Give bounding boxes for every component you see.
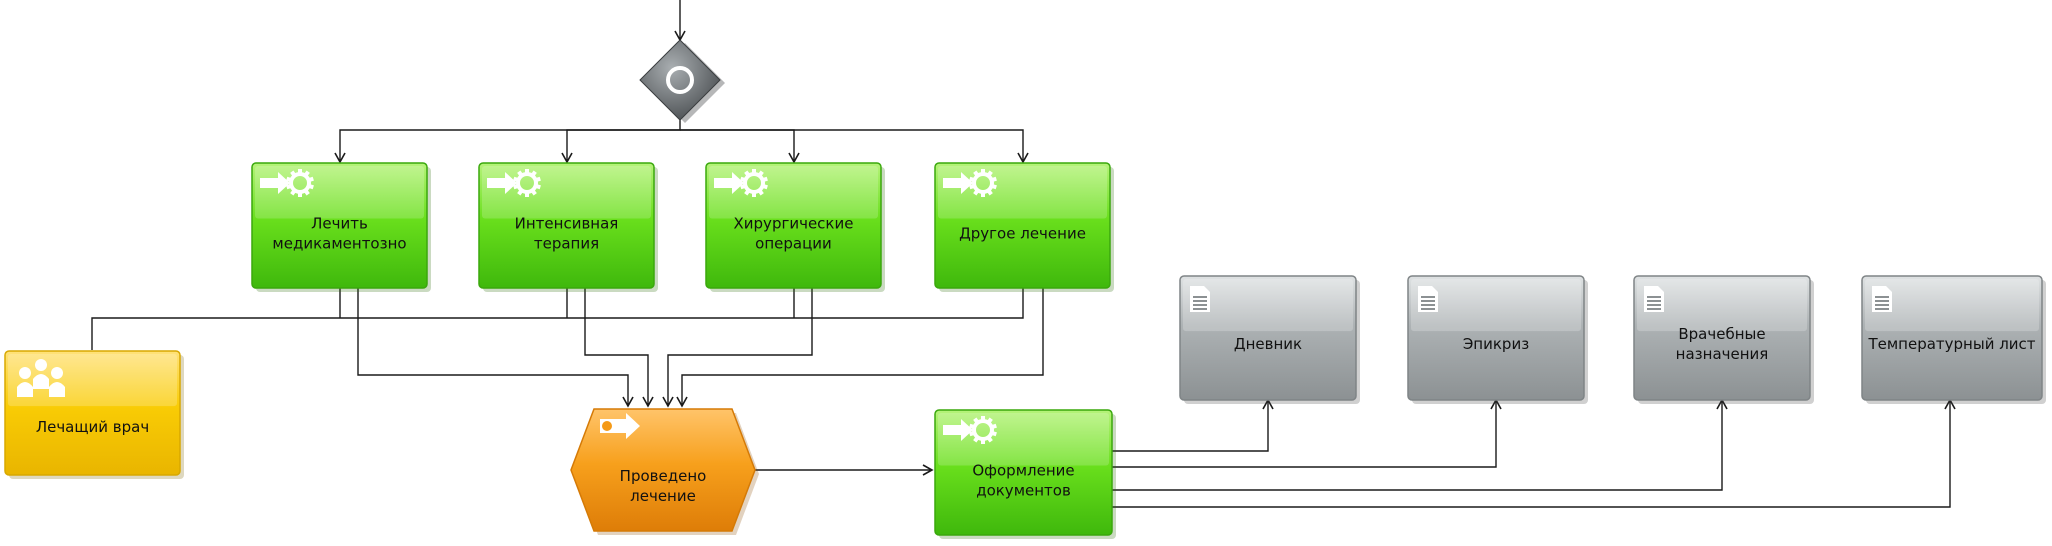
label-line: Врачебные — [1678, 325, 1765, 343]
event-provedeno-lechenie[interactable]: Проведено лечение — [570, 408, 759, 535]
function-drugoe-lechenie[interactable]: Другое лечение — [934, 162, 1114, 292]
function-lechit-medikamentozno[interactable]: Лечить медикаментозно — [251, 162, 431, 292]
connection-f2-to-event — [584, 288, 654, 408]
document-icon — [1190, 286, 1210, 312]
or-connector[interactable] — [639, 39, 725, 123]
connection-role-assignment — [91, 288, 1024, 350]
document-vrachebnye-naznacheniya[interactable]: Врачебные назначения — [1633, 275, 1814, 404]
label-line: операции — [755, 235, 832, 253]
function-arrow-gear-icon — [714, 169, 768, 197]
connection-f5-to-d4 — [1112, 398, 1956, 508]
connection-f4-to-event — [676, 288, 1044, 408]
people-icon — [17, 359, 65, 397]
label-line: назначения — [1676, 345, 1769, 363]
label-line: лечение — [630, 487, 696, 505]
label-line: Другое лечение — [959, 225, 1086, 243]
label-line: терапия — [534, 235, 599, 253]
label-line: медикаментозно — [272, 235, 406, 253]
label-line: Дневник — [1234, 335, 1302, 353]
connection-or-to-f3 — [680, 129, 800, 164]
connection-f5-to-d2 — [1112, 398, 1502, 468]
label-line: Оформление — [972, 462, 1074, 480]
document-icon — [1872, 286, 1892, 312]
connection-or-to-f1 — [334, 112, 681, 164]
event-arrow-icon — [600, 413, 640, 439]
label-line: Эпикриз — [1463, 335, 1529, 353]
label-line: Хирургические — [734, 215, 854, 233]
function-arrow-gear-icon — [260, 169, 314, 197]
document-icon — [1644, 286, 1664, 312]
label-line: Температурный лист — [1867, 335, 2035, 353]
connection-or-to-f2 — [561, 129, 680, 164]
function-intensivnaya-terapiya[interactable]: Интенсивная терапия — [478, 162, 658, 292]
function-oformlenie-dokumentov[interactable]: Оформление документов — [934, 409, 1116, 539]
or-connector-icon — [666, 66, 694, 94]
connection-f5-to-d3 — [1112, 398, 1728, 491]
document-epikriz[interactable]: Эпикриз — [1407, 275, 1588, 404]
document-temperaturnyy-list[interactable]: Температурный лист — [1861, 275, 2046, 404]
function-arrow-gear-icon — [943, 416, 997, 444]
role-lechashchiy-vrach[interactable]: Лечащий врач — [4, 350, 184, 479]
connection-f1-to-event — [357, 288, 634, 408]
connection-f5-to-d1 — [1112, 398, 1274, 452]
label-line: документов — [976, 482, 1071, 500]
label-line: Проведено — [620, 467, 707, 485]
label-line: Лечить — [311, 215, 368, 233]
label-line: Лечащий врач — [36, 418, 149, 436]
connections — [91, 0, 1956, 508]
document-dnevnik[interactable]: Дневник — [1179, 275, 1360, 404]
label-line: Интенсивная — [515, 215, 619, 233]
connection-f3-to-event — [662, 288, 813, 408]
document-icon — [1418, 286, 1438, 312]
connection-or-to-f4 — [680, 129, 1029, 164]
function-arrow-gear-icon — [943, 169, 997, 197]
function-arrow-gear-icon — [487, 169, 541, 197]
function-khirurgicheskie-operatsii[interactable]: Хирургические операции — [705, 162, 885, 292]
